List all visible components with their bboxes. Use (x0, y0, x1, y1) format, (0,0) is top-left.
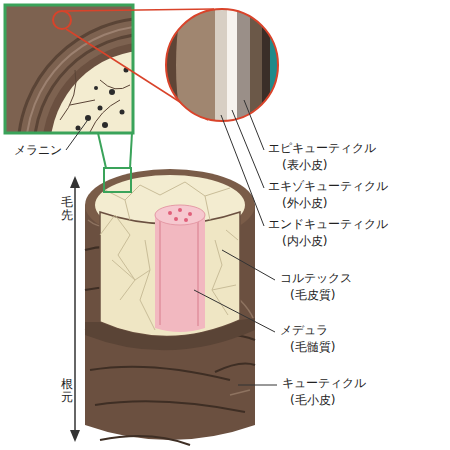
zoom-spot (53, 11, 71, 29)
cuticle-layers (160, 0, 278, 135)
direction-label: 根元 (61, 378, 73, 404)
inset-link (98, 133, 106, 168)
part-name: エキゾキューティクル (268, 179, 388, 193)
direction-label: 毛先 (61, 196, 73, 222)
part-name: メデュラ (280, 323, 328, 337)
leader-lines (66, 100, 277, 385)
part-name: エピキューティクル (268, 141, 376, 155)
part-name: コルテックス (280, 271, 352, 285)
part-name: キューティクル (282, 376, 366, 390)
part-name-ja: (内小皮) (282, 234, 327, 248)
sample-frame (104, 168, 131, 192)
part-name-ja: (毛皮質) (290, 288, 335, 302)
part-name-ja: (毛小皮) (290, 393, 335, 407)
part-name: エンドキューティクル (268, 217, 388, 231)
part-name-ja: (毛髄質) (290, 340, 335, 354)
inset-link (130, 133, 132, 168)
zoom-line (64, 9, 214, 11)
inset-cross-section (6, 6, 132, 132)
inset-frame (5, 5, 133, 133)
magnifier-circle (166, 9, 278, 121)
hair-shaft (85, 169, 255, 445)
part-name-ja: (表小皮) (282, 158, 327, 172)
part-name: メラニン (14, 143, 62, 157)
part-name-ja: (外小皮) (282, 196, 327, 210)
